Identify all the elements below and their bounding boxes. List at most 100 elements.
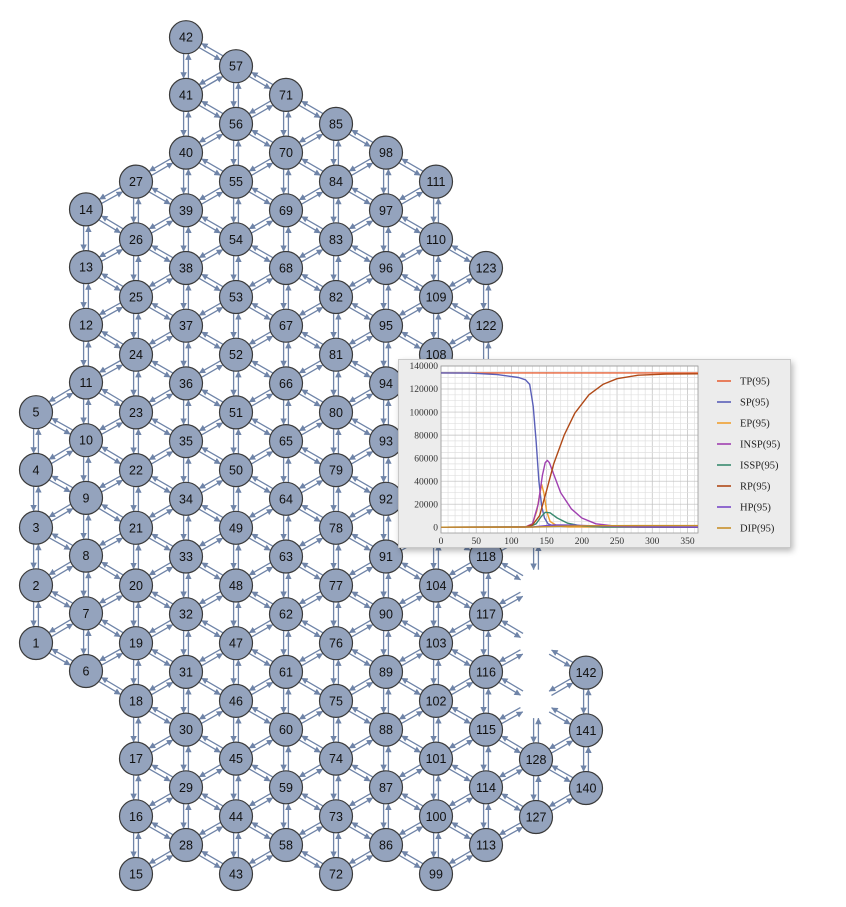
graph-node[interactable]: 34 <box>168 481 204 516</box>
graph-node[interactable]: 59 <box>268 770 304 805</box>
graph-node[interactable]: 30 <box>168 712 204 747</box>
graph-node[interactable]: 24 <box>118 337 154 372</box>
graph-node[interactable]: 55 <box>218 164 254 199</box>
graph-node[interactable]: 80 <box>318 395 354 430</box>
graph-node[interactable]: 28 <box>168 827 204 863</box>
graph-node[interactable]: 1 <box>18 625 54 661</box>
graph-node[interactable]: 36 <box>168 366 204 401</box>
graph-node[interactable]: 18 <box>118 683 154 719</box>
graph-node[interactable]: 140 <box>568 770 604 806</box>
graph-node[interactable]: 70 <box>268 135 304 170</box>
graph-node[interactable]: 29 <box>168 770 204 805</box>
graph-node[interactable]: 87 <box>368 770 404 805</box>
graph-node[interactable]: 14 <box>68 192 104 227</box>
graph-node[interactable]: 39 <box>168 193 204 228</box>
graph-node[interactable]: 12 <box>68 307 104 342</box>
graph-node[interactable]: 101 <box>418 741 454 776</box>
graph-node[interactable]: 49 <box>218 510 254 545</box>
graph-node[interactable]: 113 <box>468 827 504 863</box>
graph-node[interactable]: 10 <box>68 423 104 458</box>
graph-node[interactable]: 71 <box>268 77 304 113</box>
graph-node[interactable]: 86 <box>368 827 404 863</box>
graph-node[interactable]: 109 <box>418 279 454 315</box>
graph-node[interactable]: 118 <box>468 539 504 574</box>
graph-node[interactable]: 7 <box>68 596 104 631</box>
graph-node[interactable]: 50 <box>218 453 254 488</box>
graph-node[interactable]: 45 <box>218 741 254 776</box>
graph-node[interactable]: 69 <box>268 193 304 228</box>
graph-node[interactable]: 20 <box>118 568 154 603</box>
graph-node[interactable]: 115 <box>468 712 504 747</box>
graph-node[interactable]: 89 <box>368 654 404 690</box>
graph-node[interactable]: 53 <box>218 279 254 315</box>
graph-node[interactable]: 99 <box>418 856 454 892</box>
graph-node[interactable]: 8 <box>68 538 104 573</box>
graph-node[interactable]: 37 <box>168 308 204 343</box>
graph-node[interactable]: 19 <box>118 626 154 661</box>
graph-node[interactable]: 72 <box>318 856 354 892</box>
graph-node[interactable]: 64 <box>268 481 304 516</box>
graph-node[interactable]: 2 <box>18 568 54 603</box>
graph-node[interactable]: 91 <box>368 539 404 574</box>
graph-node[interactable]: 104 <box>418 568 454 603</box>
graph-node[interactable]: 103 <box>418 626 454 661</box>
graph-node[interactable]: 84 <box>318 164 354 199</box>
graph-node[interactable]: 38 <box>168 250 204 286</box>
graph-node[interactable]: 47 <box>218 626 254 661</box>
graph-node[interactable]: 40 <box>168 135 204 170</box>
graph-node[interactable]: 61 <box>268 654 304 690</box>
graph-node[interactable]: 27 <box>118 164 154 199</box>
graph-node[interactable]: 3 <box>18 510 54 545</box>
graph-node[interactable]: 32 <box>168 597 204 632</box>
graph-node[interactable]: 31 <box>168 654 204 690</box>
graph-node[interactable]: 33 <box>168 539 204 574</box>
graph-node[interactable]: 92 <box>368 481 404 516</box>
graph-node[interactable]: 21 <box>118 510 154 545</box>
graph-node[interactable]: 60 <box>268 712 304 747</box>
graph-node[interactable]: 77 <box>318 568 354 603</box>
graph-node[interactable]: 35 <box>168 424 204 459</box>
graph-node[interactable]: 4 <box>18 452 54 487</box>
graph-node[interactable]: 73 <box>318 799 354 834</box>
graph-node[interactable]: 128 <box>518 742 554 777</box>
graph-node[interactable]: 44 <box>218 799 254 834</box>
graph-node[interactable]: 74 <box>318 741 354 776</box>
graph-node[interactable]: 58 <box>268 827 304 863</box>
graph-node[interactable]: 116 <box>468 654 504 690</box>
graph-node[interactable]: 90 <box>368 597 404 632</box>
graph-node[interactable]: 16 <box>118 799 154 834</box>
graph-node[interactable]: 13 <box>68 250 104 285</box>
graph-node[interactable]: 95 <box>368 308 404 343</box>
graph-node[interactable]: 5 <box>18 395 54 430</box>
graph-node[interactable]: 75 <box>318 683 354 719</box>
graph-node[interactable]: 68 <box>268 250 304 286</box>
graph-node[interactable]: 123 <box>468 250 504 286</box>
graph-node[interactable]: 66 <box>268 366 304 401</box>
graph-node[interactable]: 41 <box>168 77 204 113</box>
graph-node[interactable]: 42 <box>168 20 204 55</box>
graph-node[interactable]: 98 <box>368 135 404 170</box>
graph-node[interactable]: 97 <box>368 193 404 228</box>
graph-node[interactable]: 96 <box>368 250 404 286</box>
graph-node[interactable]: 62 <box>268 597 304 632</box>
graph-node[interactable]: 79 <box>318 453 354 488</box>
graph-node[interactable]: 142 <box>568 655 604 690</box>
graph-node[interactable]: 65 <box>268 424 304 459</box>
graph-node[interactable]: 51 <box>218 395 254 430</box>
graph-node[interactable]: 85 <box>318 106 354 142</box>
graph-node[interactable]: 78 <box>318 510 354 545</box>
graph-node[interactable]: 11 <box>68 365 104 400</box>
graph-node[interactable]: 76 <box>318 626 354 661</box>
graph-node[interactable]: 63 <box>268 539 304 574</box>
graph-node[interactable]: 56 <box>218 106 254 142</box>
graph-node[interactable]: 127 <box>518 799 554 835</box>
graph-node[interactable]: 88 <box>368 712 404 747</box>
graph-node[interactable]: 6 <box>68 653 104 689</box>
graph-node[interactable]: 23 <box>118 395 154 430</box>
graph-node[interactable]: 15 <box>118 856 154 892</box>
graph-node[interactable]: 83 <box>318 222 354 257</box>
graph-node[interactable]: 93 <box>368 424 404 459</box>
graph-node[interactable]: 57 <box>218 49 254 84</box>
graph-node[interactable]: 117 <box>468 597 504 632</box>
